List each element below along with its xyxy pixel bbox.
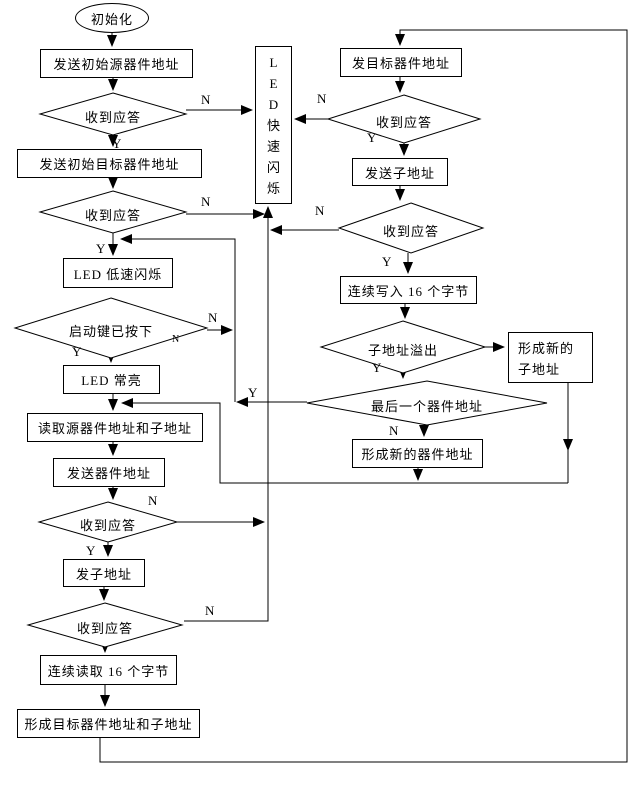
node-led-on: LED 常亮 [63, 365, 160, 394]
branch-no-start-key: N [208, 310, 218, 325]
decision-ack1-label: 收到应答 [84, 110, 141, 125]
decision-ack4 [26, 602, 184, 648]
branch-no-last-device: N [389, 423, 399, 438]
decision-sub-overflow [319, 320, 487, 374]
branch-yes-ack2: Y [96, 241, 106, 256]
node-read-16-bytes: 连续读取 16 个字节 [40, 655, 177, 685]
branch-yes-ack3: Y [86, 543, 96, 558]
decision-last-device [306, 380, 548, 426]
branch-yes-start-key: Y [72, 344, 82, 359]
branch-no-ack3: N [148, 493, 158, 508]
node-led-slow-blink: LED 低速闪烁 [63, 258, 173, 288]
node-send-target-addr: 发目标器件地址 [340, 48, 462, 77]
node-form-new-sub-addr: 形成新的 子地址 [508, 332, 593, 383]
branch-no-ack2: N [201, 194, 211, 209]
decision-sub-overflow-label: 子地址溢出 [367, 343, 438, 358]
decision-ack-r2-label: 收到应答 [382, 224, 439, 239]
branch-no-start-key-stray: N [172, 334, 180, 345]
decision-ack-r1 [326, 94, 482, 144]
node-read-source-sub: 读取源器件地址和子地址 [27, 413, 203, 442]
branch-no-ack-r2: N [315, 203, 325, 218]
branch-no-ack-r1: N [317, 91, 327, 106]
node-form-target-addrs: 形成目标器件地址和子地址 [17, 709, 200, 738]
node-send-sub-addr-left: 发子地址 [63, 559, 145, 587]
decision-ack4-label: 收到应答 [76, 621, 133, 636]
decision-start-key [13, 297, 209, 359]
branch-yes-sub-overflow: Y [372, 360, 382, 375]
node-send-init-source: 发送初始源器件地址 [40, 49, 193, 78]
decision-ack3 [37, 501, 179, 543]
edge-loop-back-to-led-slow [120, 234, 236, 402]
branch-yes-ack-r2: Y [382, 254, 392, 269]
decision-ack3-label: 收到应答 [79, 518, 136, 533]
branch-yes-ack-r1: Y [367, 130, 377, 145]
decision-ack-r2 [337, 202, 485, 254]
branch-no-ack1: N [201, 92, 211, 107]
node-start: 初始化 [75, 3, 149, 33]
branch-yes-ack1: Y [112, 136, 122, 151]
node-write-16-bytes: 连续写入 16 个字节 [340, 276, 477, 304]
edge-merge-back-to-read-source [121, 398, 568, 484]
node-send-device-addr: 发送器件地址 [53, 458, 165, 487]
decision-ack-r1-label: 收到应答 [375, 115, 432, 130]
decision-ack2-label: 收到应答 [84, 208, 141, 223]
edge-ack4-no-collector-to-led-fast [184, 206, 273, 622]
branch-yes-last-device: Y [248, 385, 258, 400]
node-send-init-target: 发送初始目标器件地址 [17, 149, 202, 178]
node-form-new-device-addr: 形成新的器件地址 [352, 439, 483, 468]
edge-form-target-to-send-target-loop [99, 29, 628, 763]
decision-last-device-label: 最后一个器件地址 [370, 399, 483, 414]
decision-start-key-label: 启动键已按下 [68, 324, 153, 339]
decision-ack1 [38, 92, 188, 136]
node-send-sub-addr-right: 发送子地址 [352, 158, 448, 186]
decision-ack2 [38, 190, 188, 234]
branch-no-ack4: N [205, 603, 215, 618]
